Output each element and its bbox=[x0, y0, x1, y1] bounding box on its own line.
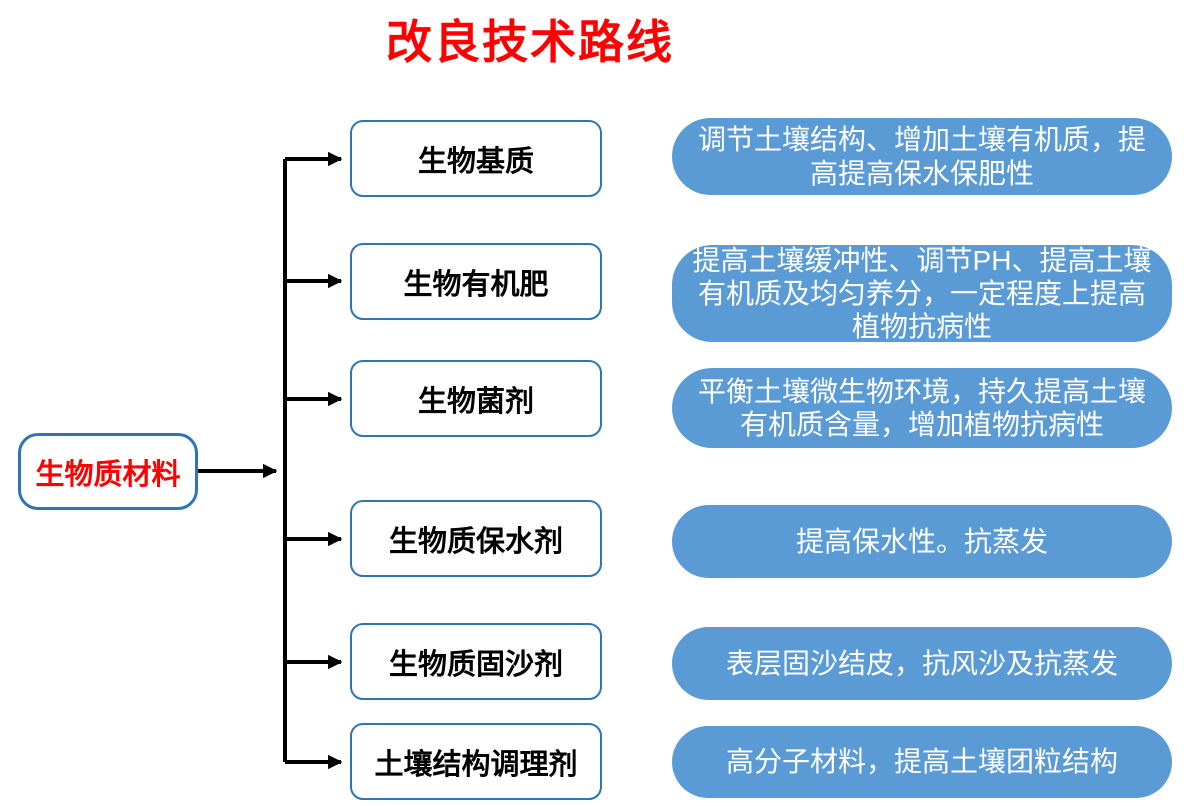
description-bubble: 高分子材料，提高土壤团粒结构 bbox=[672, 726, 1172, 798]
description-bubble: 平衡土壤微生物环境，持久提高土壤有机质含量，增加植物抗病性 bbox=[672, 368, 1172, 448]
node-label: 生物质保水剂 bbox=[388, 525, 563, 558]
node-label: 生物有机肥 bbox=[403, 268, 549, 301]
description-text: 平衡土壤微生物环境，持久提高土壤有机质含量，增加植物抗病性 bbox=[697, 375, 1146, 440]
node-label: 土壤结构调理剂 bbox=[374, 748, 578, 781]
node-box-bio-organic-fertilizer: 生物有机肥 bbox=[350, 243, 602, 320]
page-title: 改良技术路线 bbox=[386, 16, 674, 68]
node-label: 生物基质 bbox=[417, 145, 534, 178]
node-box-bio-bacterial-agent: 生物菌剂 bbox=[350, 360, 602, 437]
description-bubble: 表层固沙结皮，抗风沙及抗蒸发 bbox=[672, 627, 1172, 700]
node-label: 生物菌剂 bbox=[417, 385, 534, 418]
description-text: 提高保水性。抗蒸发 bbox=[795, 525, 1048, 557]
node-box-soil-structure-conditioner: 土壤结构调理剂 bbox=[350, 723, 602, 800]
description-bubble: 提高土壤缓冲性、调节PH、提高土壤有机质及均匀养分，一定程度上提高植物抗病性 bbox=[672, 245, 1172, 342]
node-box-water-retaining-agent: 生物质保水剂 bbox=[350, 500, 602, 577]
description-bubble: 调节土壤结构、增加土壤有机质，提高提高保水保肥性 bbox=[672, 118, 1172, 195]
description-bubble: 提高保水性。抗蒸发 bbox=[672, 505, 1172, 578]
node-box-bio-substrate: 生物基质 bbox=[350, 120, 602, 197]
node-label: 生物质固沙剂 bbox=[388, 648, 563, 681]
description-text: 高分子材料，提高土壤团粒结构 bbox=[725, 746, 1118, 778]
node-root-label: 生物质材料 bbox=[35, 458, 181, 491]
description-text: 调节土壤结构、增加土壤有机质，提高提高保水保肥性 bbox=[697, 124, 1146, 189]
node-box-sand-fixing-agent: 生物质固沙剂 bbox=[350, 623, 602, 700]
description-text: 表层固沙结皮，抗风沙及抗蒸发 bbox=[725, 647, 1118, 679]
node-root-biomass-material: 生物质材料 bbox=[18, 433, 198, 510]
description-text: 提高土壤缓冲性、调节PH、提高土壤有机质及均匀养分，一定程度上提高植物抗病性 bbox=[692, 244, 1152, 343]
